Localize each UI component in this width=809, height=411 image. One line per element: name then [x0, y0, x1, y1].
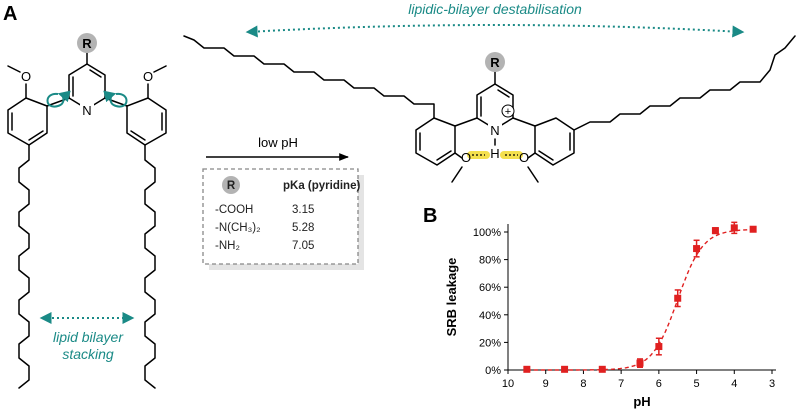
r-group-badge	[77, 33, 97, 53]
pyridinium-nitrogen: N	[490, 123, 499, 138]
positive-charge: +	[505, 106, 511, 118]
destabilisation-arrow-icon	[245, 24, 745, 38]
table-header-r: R	[227, 180, 236, 192]
data-point	[655, 343, 663, 351]
x-tick-label: 7	[618, 378, 624, 390]
protonated-oxygen-left: O	[461, 150, 471, 165]
bridging-hydrogen: H	[490, 146, 499, 161]
table-row-r: -N(CH₃)₂	[215, 222, 261, 234]
table-row-pka: 5.28	[292, 222, 314, 234]
rotation-arrow-right-icon	[103, 90, 128, 108]
destabilisation-label: lipidic-bilayer destabilisation	[408, 1, 582, 17]
x-tick-label: 3	[769, 378, 775, 390]
table-r-badge	[222, 176, 240, 194]
left-aryl-ring	[7, 97, 48, 146]
x-axis-title: pH	[633, 394, 650, 409]
stacking-label-line1: lipid bilayer	[53, 329, 124, 345]
x-tick-label: 4	[731, 378, 737, 390]
x-tick-label: 5	[694, 378, 700, 390]
x-tick-label: 10	[502, 378, 514, 390]
condition-label: low pH	[258, 135, 298, 150]
table-row-r: -NH₂	[215, 240, 240, 252]
x-tick-label: 9	[543, 378, 549, 390]
srb-leakage-chart: 0% 20% 40% 60% 80% 100% 10 9 8 7 6 5 4 3 pH SRB leak…	[444, 221, 776, 409]
protonated-left-aryl	[415, 117, 456, 166]
data-point	[674, 294, 682, 302]
pka-table: R pKa (pyridine) -COOH 3.15 -N(CH₃)₂ 5.2…	[202, 168, 364, 270]
data-point	[711, 227, 719, 235]
left-alkyl-chain	[18, 144, 30, 389]
neutral-molecule: R N O O	[7, 33, 167, 389]
protonated-right-chain	[573, 35, 796, 131]
data-point	[561, 365, 569, 373]
right-alkyl-chain	[144, 144, 156, 389]
table-row-r: -COOH	[215, 204, 253, 216]
data-point	[523, 365, 531, 373]
rotation-arrow-left-icon	[46, 90, 71, 108]
x-tick-label: 8	[580, 378, 586, 390]
right-aryl-ring	[126, 97, 167, 146]
protonated-right-aryl	[534, 117, 575, 166]
y-tick-label: 80%	[479, 255, 501, 267]
pyridine-nitrogen: N	[82, 103, 91, 118]
table-header-pka: pKa (pyridine)	[283, 180, 360, 192]
data-point	[598, 365, 606, 373]
data-point	[749, 225, 757, 233]
stacking-label-line2: stacking	[62, 346, 114, 362]
protonated-left-chain	[183, 35, 435, 119]
data-point	[693, 245, 701, 253]
r-group-badge-protonated	[485, 52, 505, 72]
r-group-label: R	[82, 36, 92, 51]
protonated-oxygen-right: O	[519, 150, 529, 165]
fit-curve	[526, 228, 754, 371]
methoxy-oxygen-left: O	[21, 69, 31, 84]
r-group-label-protonated: R	[490, 55, 500, 70]
y-tick-label: 0%	[485, 365, 501, 377]
y-tick-label: 100%	[473, 227, 501, 239]
y-axis-title: SRB leakage	[444, 258, 459, 337]
protonated-molecule: R N + H O O	[183, 35, 796, 183]
data-point	[636, 359, 644, 367]
methoxy-oxygen-right: O	[143, 69, 153, 84]
table-row-pka: 3.15	[292, 204, 314, 216]
y-tick-label: 20%	[479, 337, 501, 349]
panel-label-b: B	[423, 205, 437, 227]
x-tick-label: 6	[656, 378, 662, 390]
table-row-pka: 7.05	[292, 240, 314, 252]
y-tick-label: 60%	[479, 282, 501, 294]
data-point	[730, 224, 738, 232]
y-tick-label: 40%	[479, 310, 501, 322]
panel-label-a: A	[3, 3, 17, 25]
